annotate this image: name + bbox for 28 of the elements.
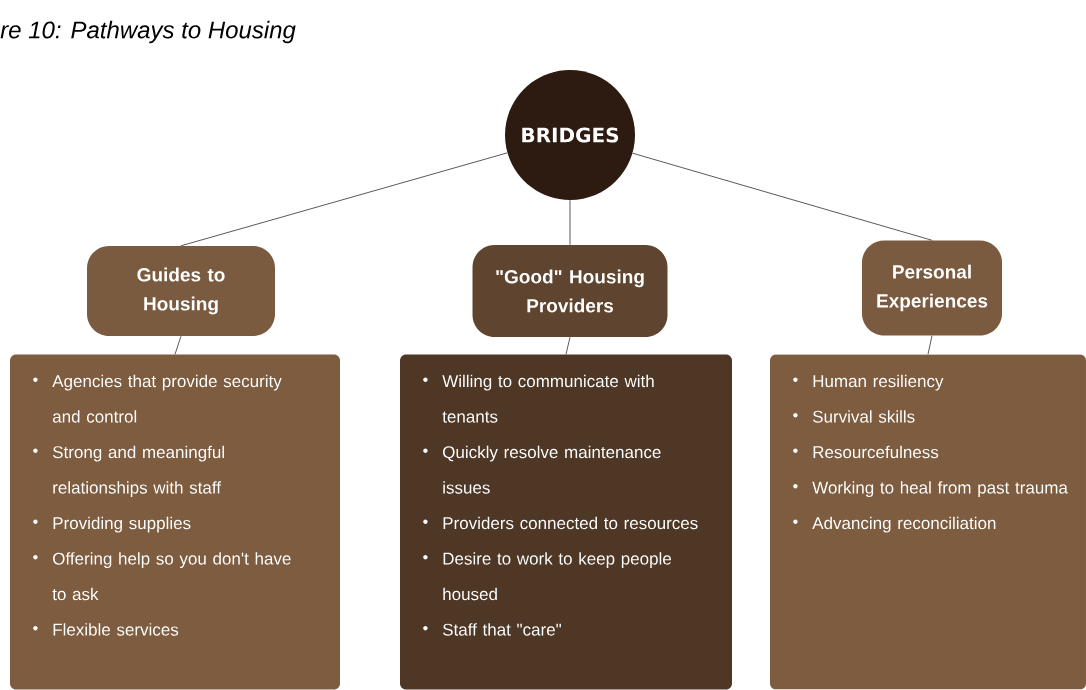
category-box: Guides to Housing	[87, 246, 275, 336]
connector-line	[174, 335, 182, 355]
bullet-item: Quickly resolve maintenance issues	[423, 445, 661, 494]
bullet-item: Human resiliency	[793, 374, 944, 391]
connector-line	[565, 336, 571, 355]
bullet-item: Staff that "care"	[423, 623, 561, 636]
bullet-item: Resourcefulness	[793, 445, 939, 459]
bullet-item: Offering help so you don't have to ask	[33, 552, 291, 601]
bullet-item: Survival skills	[793, 410, 915, 423]
bullet-item: Advancing reconciliation	[793, 516, 996, 533]
bullet-item: Desire to work to keep people housed	[423, 552, 671, 601]
figure-title: re 10: Pathways to Housing	[0, 20, 296, 44]
bullet-item: Agencies that provide security and control	[33, 374, 282, 423]
connector-line	[180, 152, 508, 247]
bullet-item: Providing supplies	[33, 516, 191, 533]
connector-line	[927, 335, 933, 355]
bullet-item: Willing to communicate with tenants	[423, 374, 654, 423]
category-box: "Good" Housing Providers	[472, 245, 668, 337]
bullet-item: Strong and meaningful relationships with staff	[33, 445, 224, 498]
list-box	[400, 354, 732, 690]
bullet-item: Providers connected to resources	[423, 516, 698, 530]
connector-line	[632, 152, 933, 241]
category-box: Personal Experiences	[862, 240, 1002, 336]
bullet-item: Working to heal from past trauma	[793, 481, 1068, 498]
connector-line	[569, 199, 571, 246]
list-box	[10, 354, 340, 690]
bullet-item: Flexible services	[33, 623, 179, 636]
list-box	[770, 354, 1086, 690]
